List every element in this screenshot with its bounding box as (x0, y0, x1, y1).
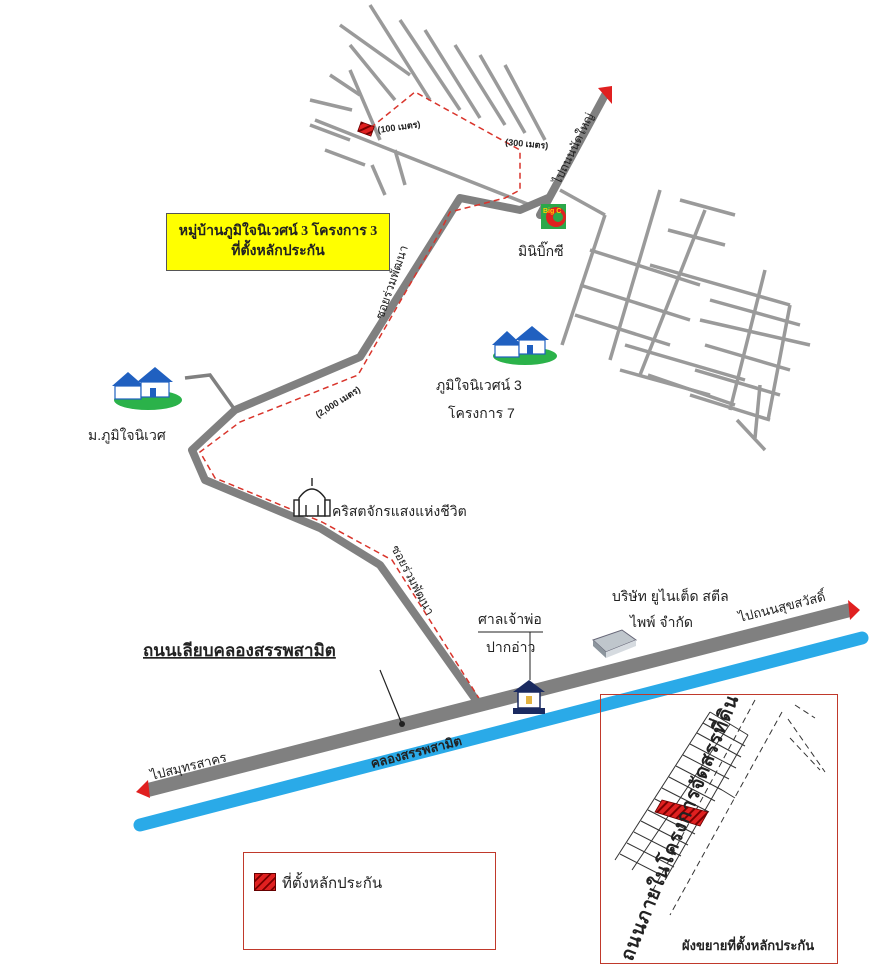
shrine-icon (513, 680, 545, 714)
factory-icon (592, 629, 638, 658)
legend-collateral-swatch (254, 873, 276, 891)
distance-300-label: (300 เมตร) (505, 137, 549, 151)
nw-street-grid (309, 4, 547, 207)
collateral-title-box: หมู่บ้านภูมิใจนิเวศน์ 3 โครงการ 3 ที่ตั้… (166, 213, 390, 271)
canal (133, 631, 869, 832)
phumjai-driveway (184, 373, 237, 412)
inset-box (600, 694, 838, 964)
collateral-title-line1: หมู่บ้านภูมิใจนิเวศน์ 3 โครงการ 3 (178, 224, 378, 239)
church-icon (293, 478, 331, 517)
church-label: คริสตจักรแสงแห่งชีวิต (332, 503, 467, 519)
big-c-logo-text: Big C (543, 208, 561, 215)
legend-collateral-label: ที่ตั้งหลักประกัน (282, 875, 383, 892)
house-icon-phumjai (112, 367, 182, 410)
shrine-label-line2: ปากอ่าว (486, 639, 535, 655)
collateral-marker (357, 121, 375, 137)
big-c-logo: Big C (541, 204, 566, 229)
distance-2000-label: (2,000 เมตร) (314, 384, 362, 419)
main-road-label: ถนนเลียบคลองสรรพสามิต (143, 640, 336, 660)
inset-caption: ผังขยายที่ตั้งหลักประกัน (682, 935, 814, 953)
main-road-pointer-dot (399, 721, 405, 727)
east-street-grid (559, 188, 811, 452)
phumjai3-label-line1: ภูมิใจนิเวศน์ 3 (436, 377, 522, 394)
main-road-pointer (379, 669, 403, 725)
east-arrow-head (848, 600, 860, 620)
collateral-title-line2: ที่ตั้งหลักประกัน (231, 244, 325, 259)
to-north-label: ไปถนนนัดใหญ่ (550, 111, 597, 188)
canal-label: คลองสรรพสามิต (369, 733, 463, 771)
company-label-line2: ไพพ์ จำกัด (629, 614, 693, 630)
mini-big-c-label: มินิบิ๊กซี (518, 241, 564, 259)
company-label-line1: บริษัท ยูไนเต็ด สตีล (612, 587, 729, 605)
legend-box: ที่ตั้งหลักประกัน (243, 852, 496, 950)
house-icon-phumjai3 (492, 326, 557, 365)
north-arrow-head (598, 86, 612, 104)
road-to-big-c (536, 91, 609, 219)
soi-ruam-phatthana-road (188, 194, 552, 704)
distance-100-label: (100 เมตร) (377, 119, 421, 135)
phumjai3-label-line2: โครงการ 7 (448, 405, 515, 421)
phumjai-label: ม.ภูมิใจนิเวศ (88, 427, 166, 444)
shrine-label-line1: ศาลเจ้าพ่อ (478, 611, 542, 627)
west-arrow-head (136, 780, 150, 798)
inset-map (614, 699, 826, 916)
main-road (146, 603, 852, 797)
